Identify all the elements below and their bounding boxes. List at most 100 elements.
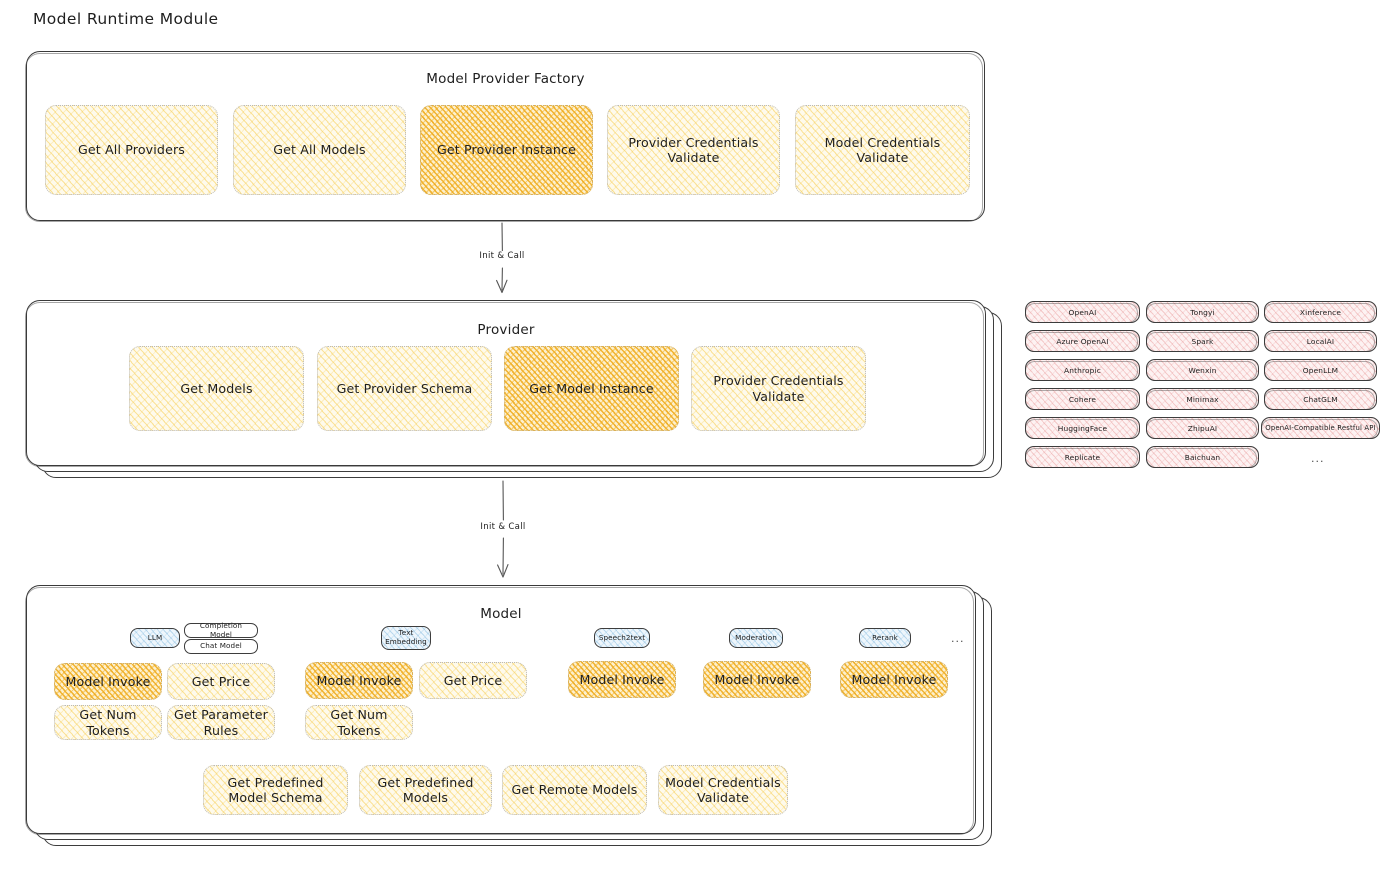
- vendor-wenxin[interactable]: Wenxin: [1145, 359, 1259, 382]
- vendor-label: Baichuan: [1184, 452, 1221, 462]
- node-label: Get Provider Instance: [436, 142, 577, 158]
- node-label: Get Num Tokens: [79, 707, 137, 738]
- vendor-label: Spark: [1191, 336, 1214, 346]
- model-subtag-label: Completion Model: [199, 620, 243, 639]
- factory-node-get-all-models[interactable]: Get All Models: [233, 105, 406, 195]
- node-label: Get All Providers: [77, 142, 186, 158]
- rerank-method-model-invoke[interactable]: Model Invoke: [840, 661, 948, 698]
- text-embedding-method-get-price[interactable]: Get Price: [419, 662, 527, 699]
- model-type-label: Moderation: [735, 632, 777, 642]
- model-type-speech2text[interactable]: Speech2text: [594, 628, 650, 648]
- vendor-openai-compatible-restful-api[interactable]: OpenAI-Compatible Restful API: [1260, 417, 1380, 440]
- model-title: Model: [480, 606, 522, 622]
- factory-node-get-provider-instance[interactable]: Get Provider Instance: [420, 105, 593, 195]
- node-label: Get Predefined Models: [377, 774, 474, 805]
- model-type-moderation[interactable]: Moderation: [729, 628, 783, 648]
- model-type-label: LLM: [147, 632, 163, 642]
- model-shared-get-predefined-models[interactable]: Get Predefined Models: [359, 765, 492, 815]
- vendor-label: Anthropic: [1064, 365, 1101, 375]
- vendor-label: ChatGLM: [1303, 394, 1338, 404]
- text-embedding-method-get-num-tokens[interactable]: Get Num Tokens: [305, 705, 413, 740]
- node-label: Get Model Instance: [529, 380, 654, 396]
- vendor-label: OpenLLM: [1302, 365, 1339, 375]
- llm-method-get-num-tokens[interactable]: Get Num Tokens: [54, 705, 162, 740]
- moderation-method-model-invoke[interactable]: Model Invoke: [703, 661, 811, 698]
- model-types-more: ...: [951, 632, 965, 645]
- model-type-llm[interactable]: LLM: [130, 628, 180, 648]
- vendor-label: Minimax: [1186, 394, 1219, 404]
- node-label: Model Invoke: [714, 671, 800, 687]
- vendor-label: Azure OpenAI: [1056, 336, 1109, 346]
- connector-factory-to-provider: Init & Call: [452, 222, 552, 300]
- node-label: Provider Credentials Validate: [713, 373, 844, 404]
- model-shared-get-remote-models[interactable]: Get Remote Models: [502, 765, 647, 815]
- node-label: Get Remote Models: [511, 782, 638, 798]
- factory-node-provider-credentials-validate[interactable]: Provider Credentials Validate: [607, 105, 780, 195]
- vendor-tongyi[interactable]: Tongyi: [1145, 301, 1259, 324]
- vendor-label: OpenAI-Compatible Restful API: [1265, 424, 1376, 432]
- model-type-label: Rerank: [872, 632, 898, 642]
- connector-label: Init & Call: [474, 251, 530, 261]
- vendor-xinference[interactable]: Xinference: [1263, 301, 1377, 324]
- vendor-baichuan[interactable]: Baichuan: [1145, 446, 1259, 469]
- vendor-label: HuggingFace: [1057, 423, 1108, 433]
- provider-node-get-model-instance[interactable]: Get Model Instance: [504, 346, 679, 431]
- model-type-label: Text Embedding: [385, 628, 427, 646]
- page-title: Model Runtime Module: [33, 10, 219, 28]
- llm-method-model-invoke[interactable]: Model Invoke: [54, 663, 162, 700]
- vendor-label: Replicate: [1064, 452, 1101, 462]
- vendor-replicate[interactable]: Replicate: [1024, 446, 1140, 469]
- vendor-label: Xinference: [1299, 307, 1342, 317]
- model-shared-model-credentials-validate[interactable]: Model Credentials Validate: [658, 765, 788, 815]
- vendor-huggingface[interactable]: HuggingFace: [1024, 417, 1140, 440]
- provider-node-get-provider-schema[interactable]: Get Provider Schema: [317, 346, 492, 431]
- vendor-label: OpenAI: [1068, 307, 1097, 317]
- vendor-openllm[interactable]: OpenLLM: [1263, 359, 1377, 382]
- llm-method-get-parameter-rules[interactable]: Get Parameter Rules: [167, 705, 275, 740]
- vendor-azure-openai[interactable]: Azure OpenAI: [1024, 330, 1140, 353]
- vendor-openai[interactable]: OpenAI: [1024, 301, 1140, 324]
- vendor-label: ZhipuAI: [1187, 423, 1218, 433]
- node-label: Get Models: [180, 380, 253, 396]
- vendor-chatglm[interactable]: ChatGLM: [1263, 388, 1377, 411]
- model-type-rerank[interactable]: Rerank: [859, 628, 911, 648]
- provider-node-provider-credentials-validate[interactable]: Provider Credentials Validate: [691, 346, 866, 431]
- llm-method-get-price[interactable]: Get Price: [167, 663, 275, 700]
- model-subtag-completion-model[interactable]: Completion Model: [184, 620, 258, 639]
- vendor-label: Wenxin: [1188, 365, 1217, 375]
- text-embedding-method-model-invoke[interactable]: Model Invoke: [305, 662, 413, 699]
- node-label: Provider Credentials Validate: [628, 134, 759, 165]
- factory-node-model-credentials-validate[interactable]: Model Credentials Validate: [795, 105, 970, 195]
- vendor-zhipuai[interactable]: ZhipuAI: [1145, 417, 1259, 440]
- node-label: Model Invoke: [65, 673, 151, 689]
- model-provider-factory-title: Model Provider Factory: [426, 71, 585, 87]
- node-label: Get Parameter Rules: [174, 707, 268, 738]
- model-shared-get-predefined-model-schema[interactable]: Get Predefined Model Schema: [203, 765, 348, 815]
- node-label: Get Price: [443, 672, 503, 688]
- connector-provider-to-model: Init & Call: [453, 480, 553, 585]
- node-label: Model Credentials Validate: [824, 134, 941, 165]
- vendor-list-more: ...: [1311, 452, 1325, 465]
- model-subtag-label: Chat Model: [200, 641, 242, 651]
- vendor-label: Tongyi: [1190, 307, 1215, 317]
- vendor-localai[interactable]: LocalAI: [1263, 330, 1377, 353]
- provider-title: Provider: [477, 322, 535, 338]
- speech2text-method-model-invoke[interactable]: Model Invoke: [568, 661, 676, 698]
- node-label: Model Invoke: [579, 671, 665, 687]
- factory-node-get-all-providers[interactable]: Get All Providers: [45, 105, 218, 195]
- model-type-label: Speech2text: [598, 632, 646, 642]
- node-label: Get All Models: [273, 142, 366, 158]
- model-type-text-embedding[interactable]: Text Embedding: [381, 626, 431, 650]
- node-label: Get Num Tokens: [330, 707, 388, 738]
- vendor-label: LocalAI: [1306, 336, 1335, 346]
- node-label: Model Credentials Validate: [665, 774, 781, 805]
- node-label: Get Price: [191, 673, 251, 689]
- vendor-anthropic[interactable]: Anthropic: [1024, 359, 1140, 382]
- vendor-minimax[interactable]: Minimax: [1145, 388, 1259, 411]
- node-label: Get Predefined Model Schema: [227, 774, 324, 805]
- node-label: Get Provider Schema: [336, 380, 473, 396]
- vendor-spark[interactable]: Spark: [1145, 330, 1259, 353]
- provider-node-get-models[interactable]: Get Models: [129, 346, 304, 431]
- model-subtag-chat-model[interactable]: Chat Model: [184, 639, 258, 654]
- vendor-cohere[interactable]: Cohere: [1024, 388, 1140, 411]
